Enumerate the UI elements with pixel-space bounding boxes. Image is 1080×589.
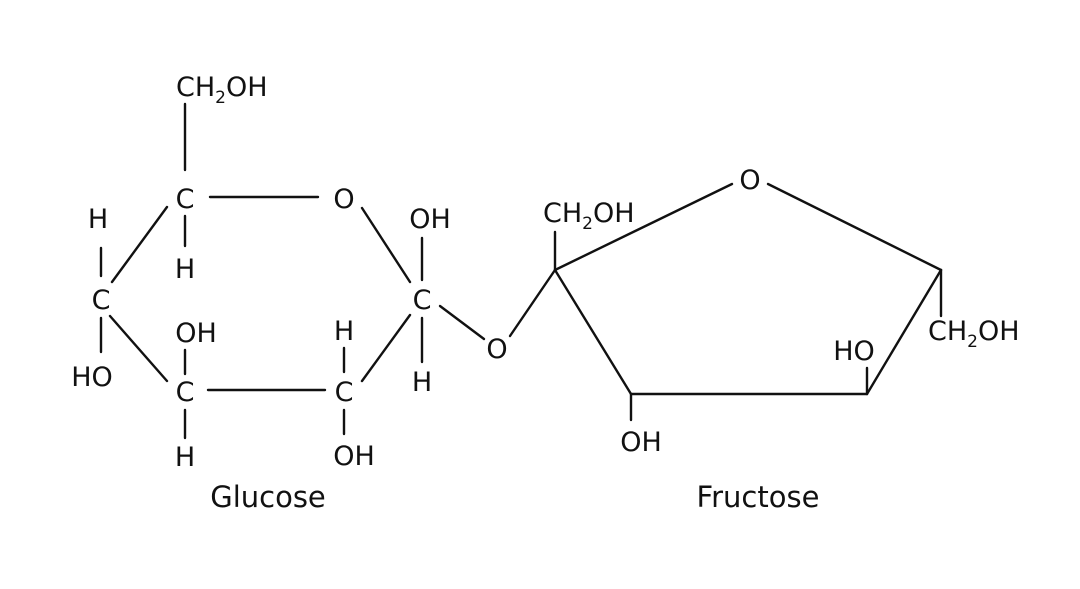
bond-c2-c1 — [360, 313, 412, 383]
fructose-oh-bottom-label: OH — [620, 427, 662, 458]
bond-c5-c4 — [110, 205, 169, 284]
glucose-c3-oh-label: OH — [175, 318, 217, 349]
glucose-c3-label: C — [176, 377, 195, 408]
bond-glycosidic-o-c2 — [508, 268, 557, 338]
glucose-caption: Glucose — [210, 480, 326, 514]
bond-ring-o-c1 — [360, 206, 412, 284]
fructose-ring-o-label: O — [739, 165, 760, 196]
glucose-c1-h-label: H — [412, 367, 432, 398]
glucose-c1-label: C — [413, 285, 432, 316]
fructose-ch2oh-left-label: CH2OH — [543, 198, 635, 234]
glucose-c2-oh-label: OH — [333, 441, 375, 472]
glucose-c4-h-label: H — [88, 204, 108, 235]
fructose-caption: Fructose — [697, 480, 820, 514]
glucose-c1-oh-label: OH — [409, 204, 451, 235]
bond-c1-glycosidic-o — [438, 304, 486, 341]
bond-c5-c4 — [865, 268, 943, 396]
fructose-ho-right-label: HO — [833, 336, 875, 367]
glucose-c2-h-label: H — [334, 316, 354, 347]
glucose-bonds — [99, 102, 486, 440]
bond-c2-ring-o — [553, 182, 734, 272]
fructose-ch2oh-right-label: CH2OH — [928, 316, 1020, 352]
glucose-ring-o-label: O — [333, 184, 354, 215]
fructose-bonds — [508, 182, 943, 422]
glycosidic-o-label: O — [486, 334, 507, 365]
bond-c4-c3 — [108, 314, 169, 383]
glucose-ch2oh-label: CH2OH — [176, 72, 268, 108]
glucose-c5-label: C — [176, 184, 195, 215]
glucose-c5-h-label: H — [175, 254, 195, 285]
glucose-c4-label: C — [92, 285, 111, 316]
fructose-labels: O CH2OH CH2OH OH HO — [543, 165, 1020, 458]
glucose-c3-h-label: H — [175, 442, 195, 473]
bond-c3-c2 — [553, 268, 633, 396]
glucose-labels: CH2OH C H O C OH H C H HO C OH H C H OH — [71, 72, 451, 473]
glucose-c4-ho-label: HO — [71, 362, 113, 393]
bond-ring-o-c5 — [766, 182, 943, 272]
glucose-c2-label: C — [335, 377, 354, 408]
